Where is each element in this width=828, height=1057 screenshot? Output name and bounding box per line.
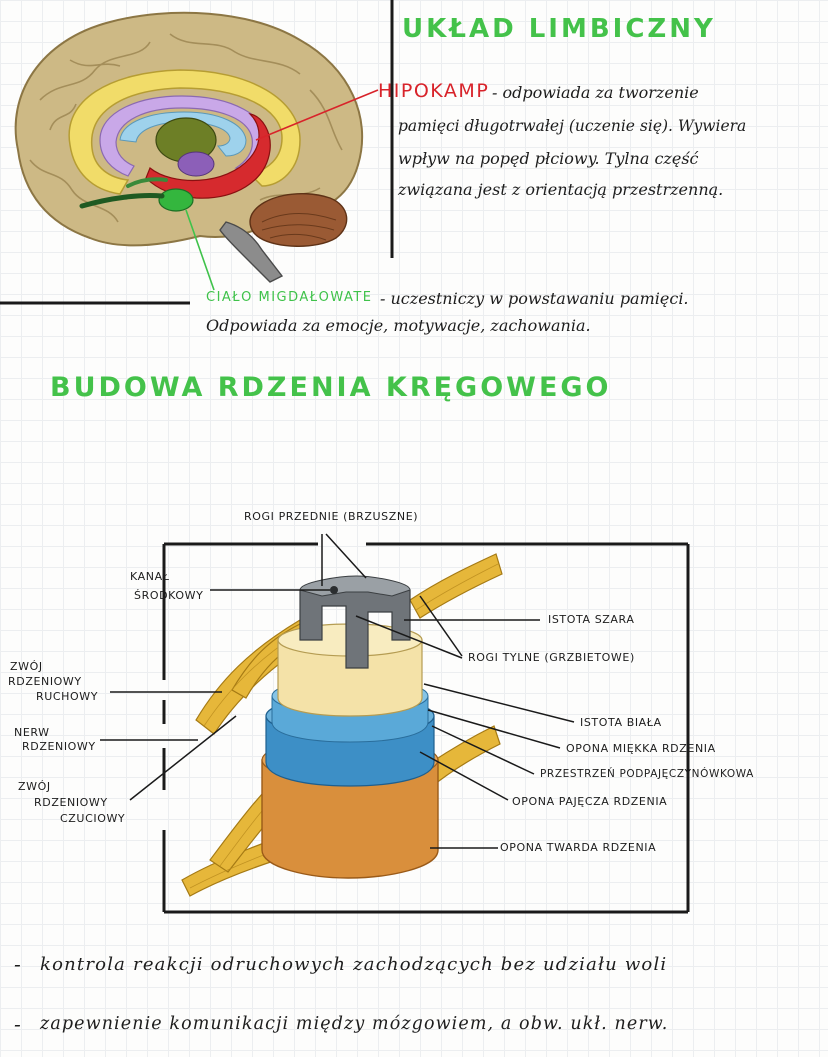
label-gray-matter: ISTOTA SZARA	[548, 613, 635, 626]
label-pia-mater: OPONA MIĘKKA RDZENIA	[566, 742, 716, 755]
hipokamp-line-3: wpływ na popęd płciowy. Tylna część	[398, 149, 699, 168]
label-motor-ganglion-1: ZWÓJ	[10, 660, 43, 673]
label-central-canal-2: ŚRODKOWY	[134, 589, 204, 602]
bullet-dash-1: -	[14, 952, 21, 976]
label-sensory-ganglion-2: RDZENIOWY	[34, 796, 108, 809]
bullet-item-1: kontrola reakcji odruchowych zachodzącyc…	[40, 954, 668, 975]
hipokamp-line-4: związana jest z orientacją przestrzenną.	[398, 180, 724, 199]
label-spinal-nerve-2: RDZENIOWY	[22, 740, 96, 753]
label-spinal-nerve-1: NERW	[14, 726, 50, 739]
amygdala-line-1: - uczestniczy w powstawaniu pamięci.	[380, 289, 689, 308]
hipokamp-line-1: - odpowiada za tworzenie	[492, 83, 699, 102]
label-sensory-ganglion-3: CZUCIOWY	[60, 812, 126, 825]
label-arachnoid: OPONA PAJĘCZA RDZENIA	[512, 795, 668, 808]
amygdala-line-2: Odpowiada za emocje, motywacje, zachowan…	[206, 316, 591, 335]
label-white-matter: ISTOTA BIAŁA	[580, 716, 662, 729]
spinal-title: BUDOWA RDZENIA KRĘGOWEGO	[50, 372, 612, 403]
amygdala-label: CIAŁO MIGDAŁOWATE	[206, 290, 373, 305]
hipokamp-label: HIPOKAMP	[378, 80, 490, 102]
bullet-dash-2: -	[14, 1012, 21, 1036]
label-anterior-horns: ROGI PRZEDNIE (BRZUSZNE)	[244, 510, 419, 523]
limbic-title: UKŁAD LIMBICZNY	[402, 14, 716, 44]
label-motor-ganglion-2: RDZENIOWY	[8, 675, 82, 688]
label-central-canal-1: KANAŁ	[130, 570, 170, 583]
bullet-item-2: zapewnienie komunikacji między mózgowiem…	[40, 1014, 669, 1034]
label-dura-mater: OPONA TWARDA RDZENIA	[500, 841, 657, 854]
label-motor-ganglion-3: RUCHOWY	[36, 690, 99, 703]
hipokamp-line-2: pamięci długotrwałej (uczenie się). Wywi…	[398, 117, 747, 135]
label-posterior-horns: ROGI TYLNE (GRZBIETOWE)	[468, 651, 635, 664]
label-sensory-ganglion-1: ZWÓJ	[18, 780, 51, 793]
label-subarachnoid: PRZESTRZEŃ PODPAJĘCZYNÓWKOWA	[540, 768, 754, 780]
